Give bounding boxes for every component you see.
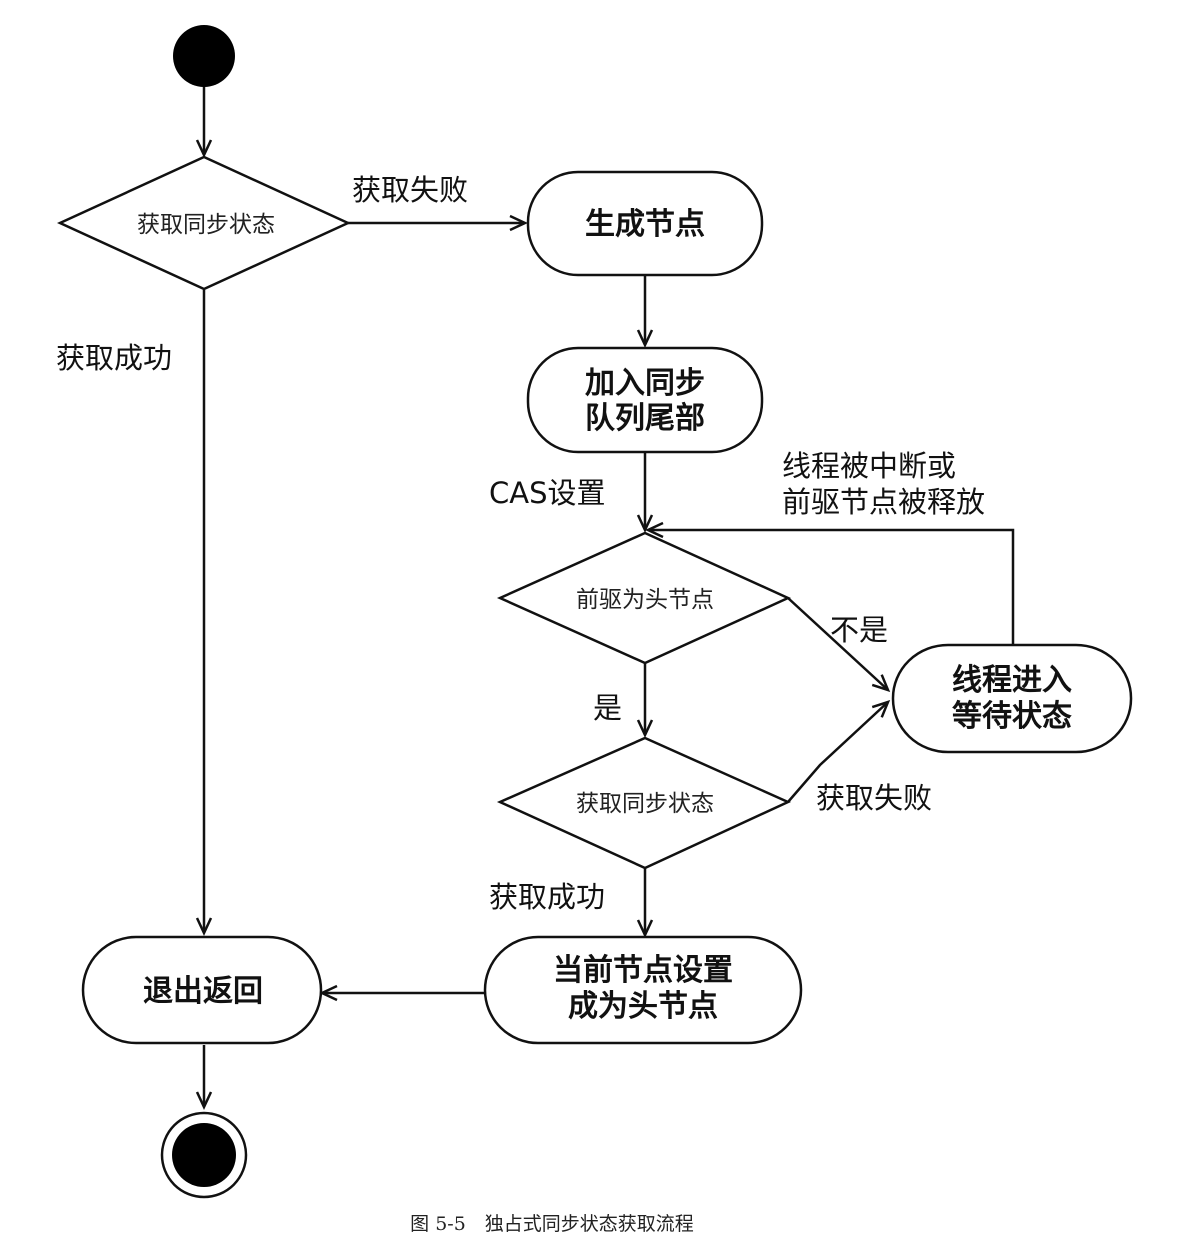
wait-label-line2: 等待状态 — [952, 699, 1072, 734]
exit-label: 退出返回 — [143, 974, 263, 1009]
edge-pred-not-head-to-wait — [787, 597, 891, 693]
final-node — [160, 1111, 248, 1199]
create-node-label: 生成节点 — [585, 207, 705, 242]
set-head-label-line1: 当前节点设置 — [553, 953, 733, 988]
action-exit: 退出返回 — [81, 935, 323, 1045]
action-create-node: 生成节点 — [526, 170, 764, 277]
decision-acquire-sync-state-2: 获取同步状态 — [496, 736, 792, 870]
decision-pred-label: 前驱为头节点 — [576, 587, 714, 613]
decision-predecessor-is-head: 前驱为头节点 — [496, 531, 792, 665]
edge-wait-loop-back — [645, 521, 1015, 645]
edge-label-loop-line1: 线程被中断或 — [782, 449, 956, 483]
set-head-label-line2: 成为头节点 — [568, 989, 718, 1024]
edge-label-cas-set: CAS设置 — [489, 476, 606, 510]
decision-acquire2-label: 获取同步状态 — [576, 791, 714, 817]
action-set-head: 当前节点设置 成为头节点 — [483, 935, 803, 1045]
enqueue-label-line2: 队列尾部 — [585, 401, 705, 436]
action-enqueue: 加入同步 队列尾部 — [526, 346, 764, 454]
edge-label-acquire2-success: 获取成功 — [489, 880, 605, 914]
edge-label-is-head: 是 — [593, 691, 622, 725]
edge-label-not-head: 不是 — [830, 613, 888, 647]
enqueue-label-line1: 加入同步 — [585, 366, 705, 401]
edge-acquire2-fail-to-wait — [787, 699, 891, 803]
edges — [195, 85, 1015, 1110]
edge-label-acquire-fail: 获取失败 — [352, 173, 468, 207]
decision-acquire-sync-state: 获取同步状态 — [56, 155, 352, 291]
figure-caption: 图 5-5 独占式同步状态获取流程 — [410, 1213, 694, 1235]
decision-acquire-label: 获取同步状态 — [137, 212, 275, 238]
initial-node — [173, 25, 235, 87]
edge-label-loop-line2: 前驱节点被释放 — [782, 485, 985, 519]
edge-label-acquire-success: 获取成功 — [56, 341, 172, 375]
edge-label-acquire2-fail: 获取失败 — [816, 781, 932, 815]
wait-label-line1: 线程进入 — [952, 663, 1072, 698]
action-wait: 线程进入 等待状态 — [891, 643, 1133, 754]
